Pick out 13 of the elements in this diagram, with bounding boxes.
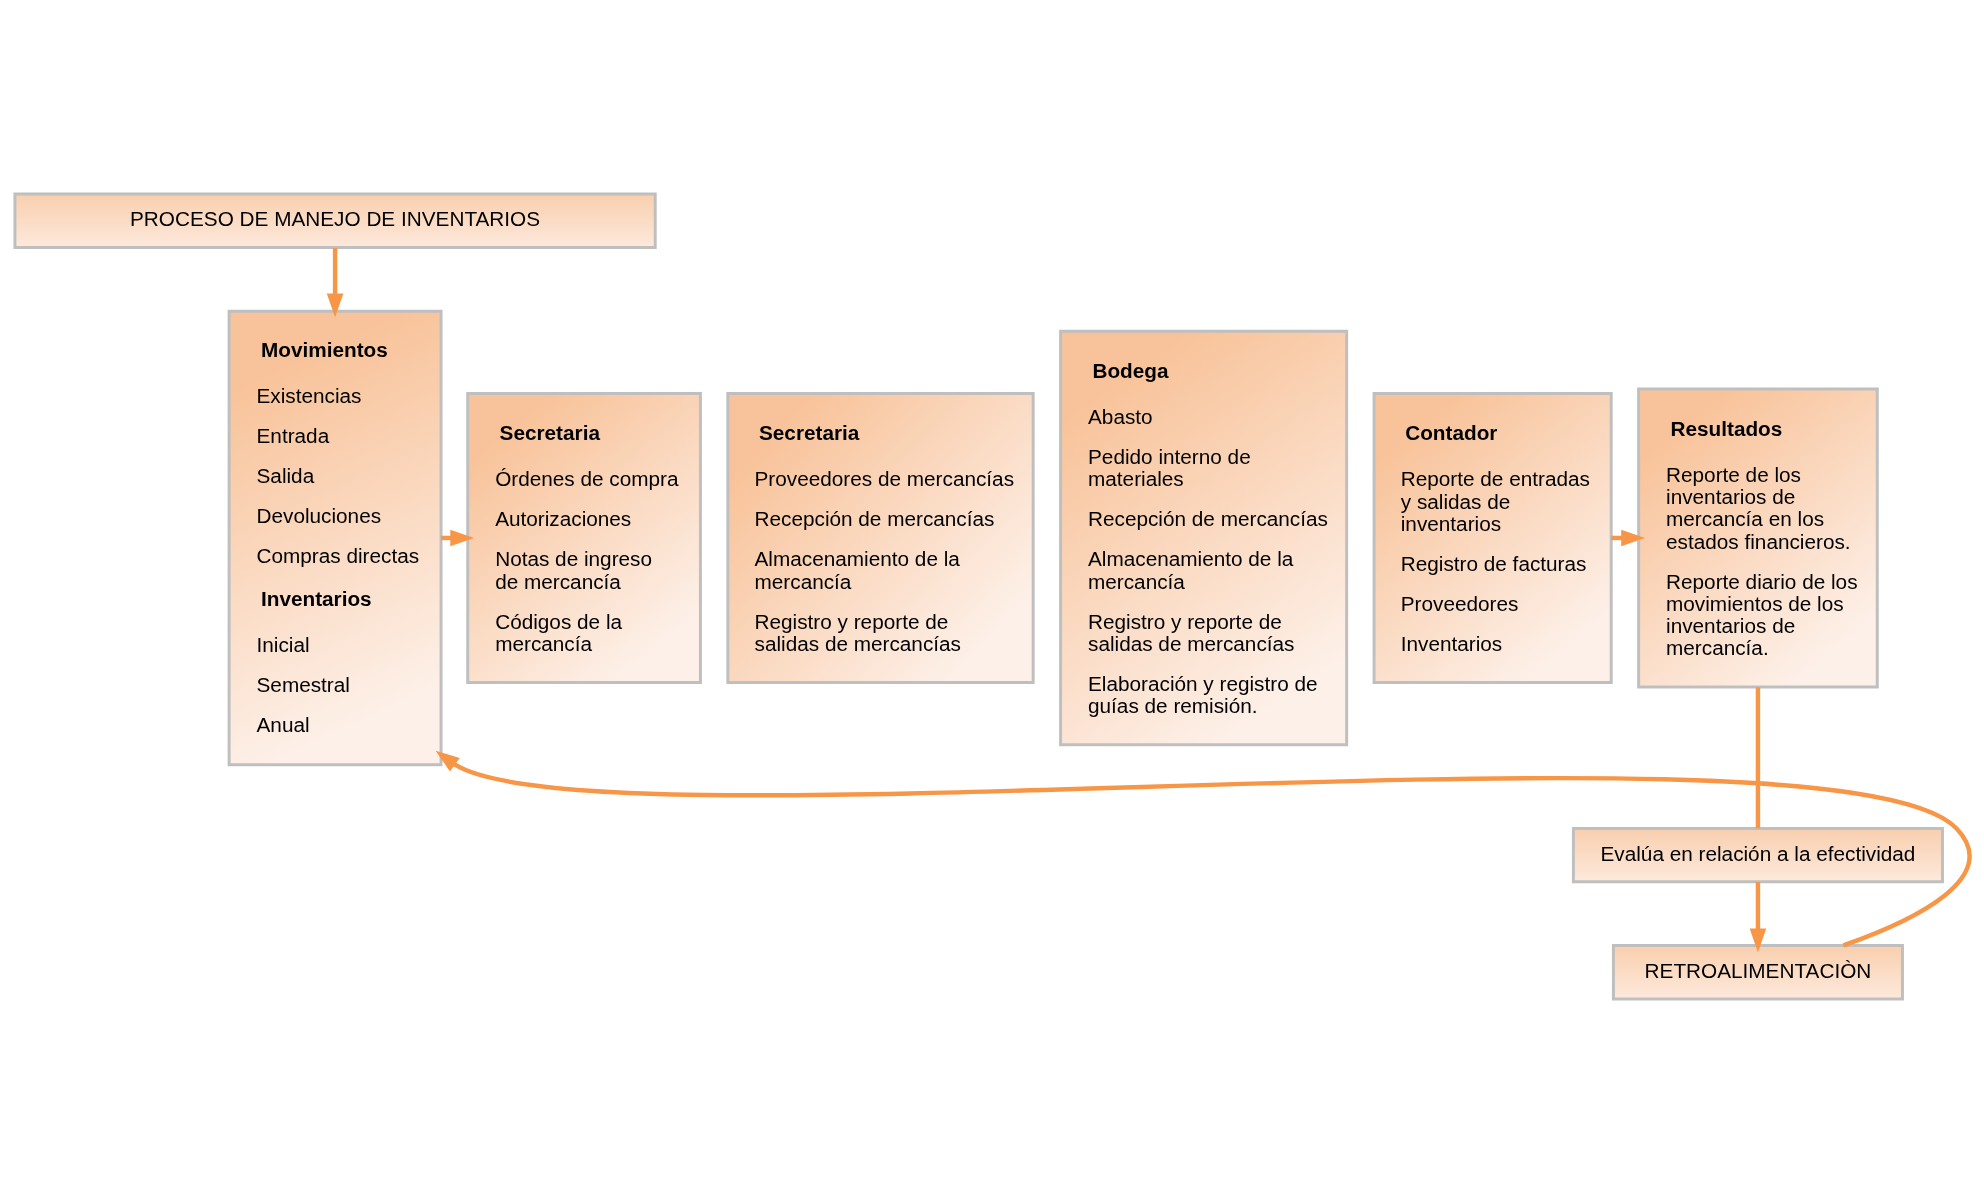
- arrow: [326, 247, 343, 317]
- node-box: Movimientos Existencias Entrada Salida Devoluciones Compras directas Inventarios Inicial Semestral Anual: [227, 309, 443, 766]
- node-box: PROCESO DE MANEJO DE INVENTARIOS: [12, 192, 657, 249]
- node-box: Secretaria Proveedores de mercancías Recepción de mercancías Almacenamiento de la mercancía Registro y reporte de salidas de mercancías: [725, 391, 1035, 684]
- arrow: [1749, 881, 1766, 952]
- node-box: Resultados Reporte de los inventarios de mercancía en los estados financieros. Reporte diario de los movimientos de los inventarios de mercancía.: [1636, 387, 1879, 688]
- node-box: Bodega Abasto Pedido interno de materiales Recepción de mercancías Almacenamiento de la mercancía Registro y reporte de salidas de mercancías Elaboración y registro de guías de remisión.: [1058, 329, 1348, 746]
- arrow: [435, 750, 1971, 947]
- connector: [1755, 686, 1760, 828]
- node-box: Contador Reporte de entradas y salidas de inventarios Registro de facturas Proveedores Inventarios: [1372, 391, 1613, 684]
- node-box: RETROALIMENTACIÒN: [1611, 943, 1904, 1000]
- node-box: Evalúa en relación a la efectividad: [1571, 826, 1944, 883]
- node-box: Secretaria Órdenes de compra Autorizaciones Notas de ingreso de mercancía Códigos de la mercancía: [465, 391, 702, 684]
